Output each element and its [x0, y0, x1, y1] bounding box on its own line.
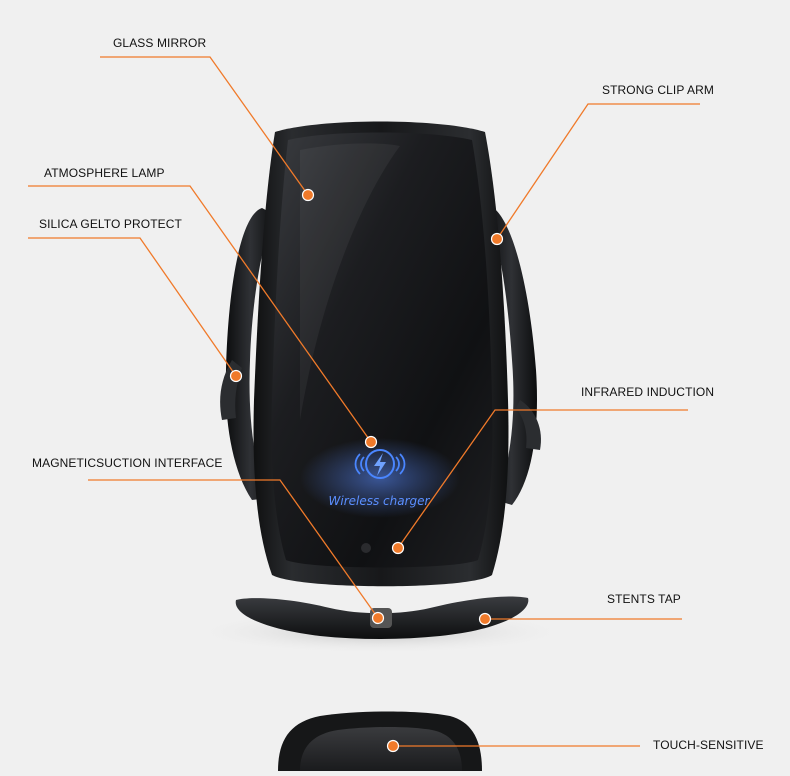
lightning-bolt-icon	[354, 449, 406, 479]
callout-atmosphere-lamp: ATMOSPHERE LAMP	[44, 166, 165, 180]
magnetic-suction-line	[88, 479, 379, 619]
infrared-induction-dot	[391, 541, 405, 555]
callout-stents-tap: STENTS TAP	[607, 592, 681, 606]
callout-strong-clip-arm: STRONG CLIP ARM	[602, 83, 714, 97]
glass-mirror-dot	[301, 188, 315, 202]
infrared-sensor-left	[361, 543, 371, 553]
left-clip-arm	[225, 208, 275, 500]
glass-mirror-line	[100, 56, 309, 196]
strong-clip-arm-dot	[490, 232, 504, 246]
callout-silica-gel-protect: SILICA GELTO PROTECT	[39, 217, 182, 231]
callout-glass-mirror: GLASS MIRROR	[113, 36, 207, 50]
atmosphere-lamp-dot	[364, 435, 378, 449]
touch-sensitive-pad	[300, 727, 462, 771]
right-clip-arm	[486, 205, 537, 505]
glass-reflection	[300, 143, 400, 420]
atmosphere-lamp-line	[28, 185, 372, 443]
silica-gel-line	[28, 237, 237, 377]
callout-magnetic-suction-interface: MAGNETICSUCTION INTERFACE	[32, 456, 223, 470]
infrared-induction-line	[397, 409, 688, 549]
stents-tap-dot	[478, 612, 492, 626]
touch-sensitive-dot	[386, 739, 400, 753]
wireless-charger-text: Wireless charger	[329, 494, 431, 508]
silica-gel-dot	[229, 369, 243, 383]
right-clip-pad	[516, 400, 542, 450]
strong-clip-arm-line	[496, 103, 700, 240]
magnetic-suction-dot	[371, 611, 385, 625]
callout-touch-sensitive: TOUCH-SENSITIVE	[653, 738, 764, 752]
callout-infrared-induction: INFRARED INDUCTION	[581, 385, 715, 399]
